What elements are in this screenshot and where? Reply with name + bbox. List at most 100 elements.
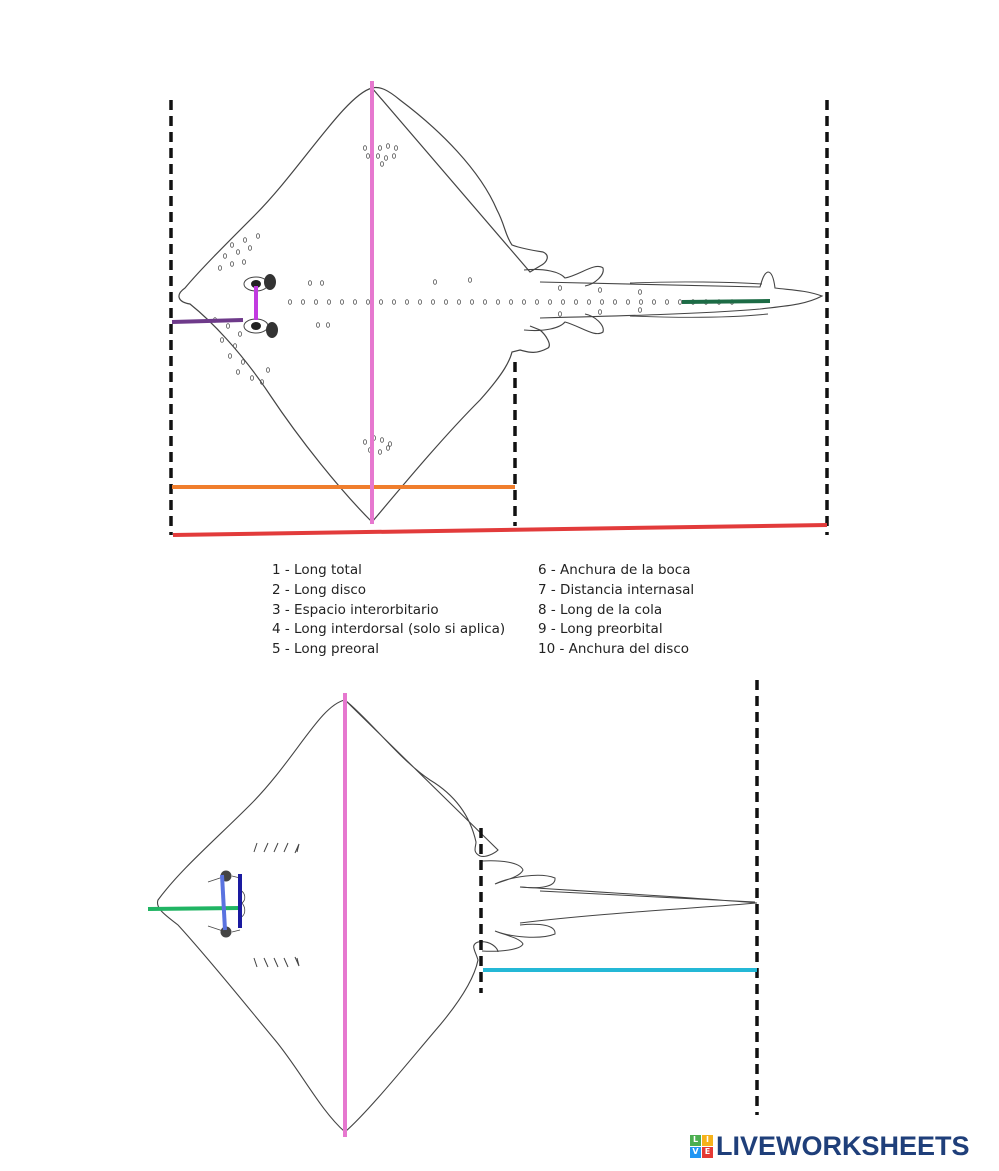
denticle (242, 237, 247, 243)
denticle (241, 259, 246, 265)
denticle (265, 367, 270, 373)
skate-figure (178, 86, 824, 523)
denticle (300, 299, 305, 305)
denticle (665, 299, 670, 305)
denticle (626, 299, 631, 305)
legend-item: 3 - Espacio interorbitario (272, 601, 439, 618)
denticle (313, 299, 318, 305)
denticle (365, 299, 370, 305)
denticle (326, 299, 331, 305)
skate-tail (539, 271, 824, 319)
denticle (548, 299, 553, 305)
denticle (469, 299, 474, 305)
legend-item: 9 - Long preorbital (538, 621, 663, 638)
skate-tail-fold (629, 281, 769, 318)
denticle (232, 343, 237, 349)
denticle (404, 299, 409, 305)
denticle (377, 145, 382, 151)
live-letter: E (702, 1146, 713, 1158)
live-letter: L (690, 1134, 701, 1146)
denticle (430, 299, 435, 305)
denticle (240, 359, 245, 365)
legend-item: 2 - Long disco (272, 581, 367, 598)
denticle (598, 287, 603, 293)
denticle (352, 299, 357, 305)
denticle (432, 279, 437, 285)
denticle (482, 299, 487, 305)
denticle (315, 322, 320, 328)
denticle (678, 299, 683, 305)
skate-disc-outline (178, 86, 550, 523)
denticle (383, 155, 388, 161)
denticle (638, 307, 643, 313)
stingray-tail (519, 886, 758, 924)
stingray-figure (156, 699, 758, 1133)
denticle (235, 369, 240, 375)
denticle (417, 299, 422, 305)
denticle (495, 299, 500, 305)
measure-long-preorbital (147, 906, 241, 911)
denticle (587, 299, 592, 305)
legend-item: 10 - Anchura del disco (538, 641, 690, 658)
denticle (535, 299, 540, 305)
denticle (456, 299, 461, 305)
legend-item: 8 - Long de la cola (538, 601, 663, 618)
denticle (379, 161, 384, 167)
denticle (443, 299, 448, 305)
denticle (325, 322, 330, 328)
denticle (259, 379, 264, 385)
stingray-gill-slits (253, 842, 300, 968)
denticle (652, 299, 657, 305)
measure-distancia-internasal (220, 874, 227, 931)
live-letter: V (690, 1146, 701, 1158)
denticle (362, 145, 367, 151)
denticle (378, 299, 383, 305)
live-letter: I (702, 1134, 713, 1146)
denticle (508, 299, 513, 305)
legend-item: 7 - Distancia internasal (538, 581, 695, 598)
denticle (235, 249, 240, 255)
denticle (391, 299, 396, 305)
denticle (558, 285, 563, 291)
denticle (574, 299, 579, 305)
denticle (375, 153, 380, 159)
skate-pelvic-fins (523, 266, 604, 335)
denticle (247, 245, 252, 251)
denticle (362, 439, 367, 445)
legend-left-column: 1 - Long total 2 - Long disco 3 - Espaci… (272, 561, 505, 660)
brand-name: LIVEWORKSHEETS (716, 1130, 970, 1161)
legend-item: 1 - Long total (272, 562, 362, 578)
measure-long-interdorsal (681, 299, 771, 304)
denticle (391, 153, 396, 159)
skate-eyes (243, 274, 278, 338)
denticle (229, 261, 234, 267)
measure-long-preoral (171, 318, 244, 324)
denticle (600, 299, 605, 305)
denticle (522, 299, 527, 305)
legend-item: 5 - Long preoral (272, 641, 379, 658)
stingray-disc-outline (156, 699, 499, 1133)
measure-long-total (172, 523, 828, 537)
denticle (217, 265, 222, 271)
denticle (638, 289, 643, 295)
denticle (377, 449, 382, 455)
denticle (365, 153, 370, 159)
denticle (385, 143, 390, 149)
skate-denticles (212, 142, 735, 455)
denticle (219, 337, 224, 343)
denticle (379, 437, 384, 443)
denticle (255, 233, 260, 239)
denticle (307, 280, 312, 286)
denticle (393, 145, 398, 151)
liveworksheets-logo: L I V E LIVEWORKSHEETS (690, 1130, 970, 1161)
denticle (385, 445, 390, 451)
denticle (225, 323, 230, 329)
denticle (319, 280, 324, 286)
denticle (561, 299, 566, 305)
denticle (222, 253, 227, 259)
denticle (467, 277, 472, 283)
denticle (287, 299, 292, 305)
denticle (639, 299, 644, 305)
denticle (227, 353, 232, 359)
